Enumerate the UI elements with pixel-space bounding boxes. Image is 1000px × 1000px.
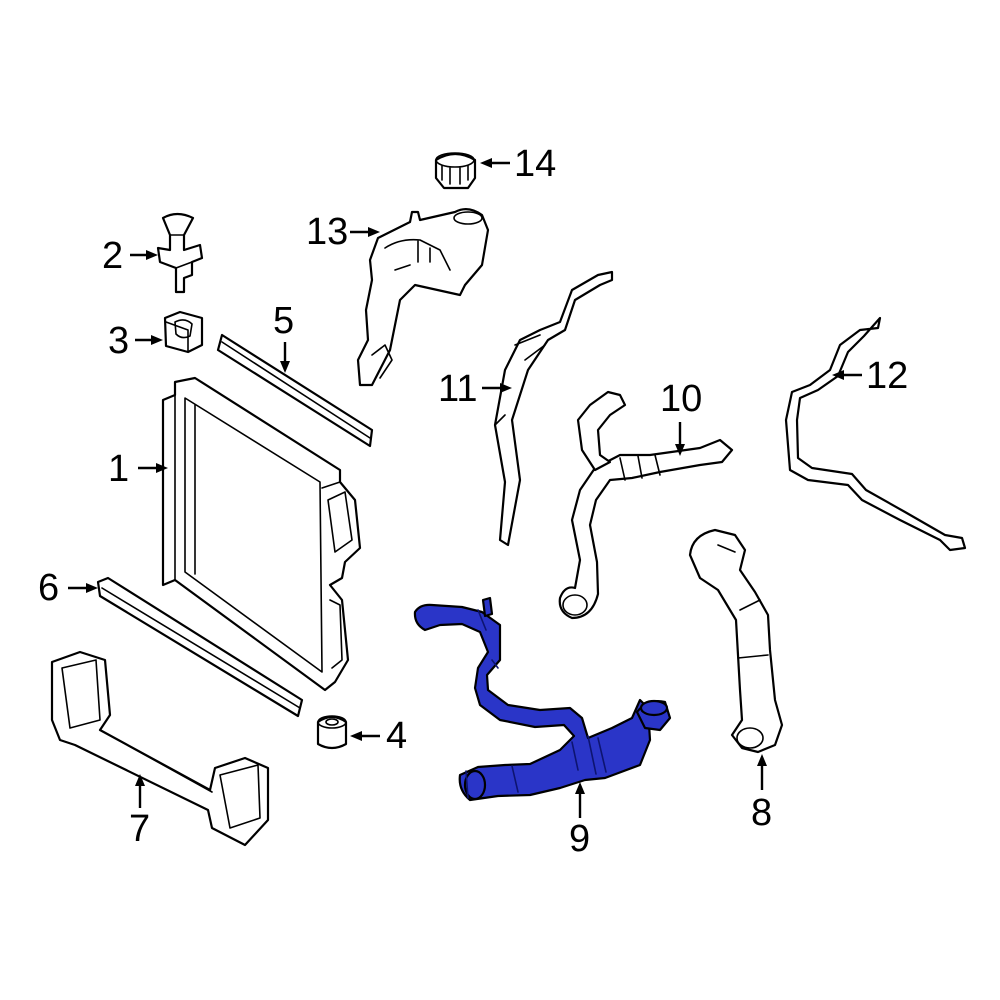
part-12-pipe[interactable] [784,316,967,552]
callout-3: 3 [108,320,130,362]
callout-11: 11 [438,368,478,410]
part-14-cap[interactable] [434,152,477,190]
part-8-hose[interactable] [688,528,784,754]
callout-13: 13 [306,211,349,253]
callout-14: 14 [514,143,557,185]
callout-6: 6 [38,567,60,609]
part-9-hose-highlighted[interactable] [413,596,672,802]
part-2-pin[interactable] [156,212,204,294]
callout-5: 5 [273,300,295,342]
callout-10: 10 [660,378,703,420]
callout-2: 2 [102,235,124,277]
part-11-pipe[interactable] [493,270,614,547]
callout-7: 7 [129,808,151,850]
part-7-bracket[interactable] [50,650,270,847]
part-3-bushing[interactable] [163,310,204,354]
part-1-radiator[interactable] [161,376,362,692]
part-10-hose[interactable] [558,390,734,620]
callout-8: 8 [751,792,773,834]
callout-4: 4 [386,715,408,757]
callout-9: 9 [569,818,591,860]
part-6-seal[interactable] [96,576,304,718]
part-5-seal[interactable] [216,333,374,448]
part-13-expansion-tank[interactable] [356,208,490,387]
part-4-bushing[interactable] [316,715,348,750]
callout-12: 12 [866,355,909,397]
leader-lines [68,158,862,818]
callout-1: 1 [108,448,130,490]
